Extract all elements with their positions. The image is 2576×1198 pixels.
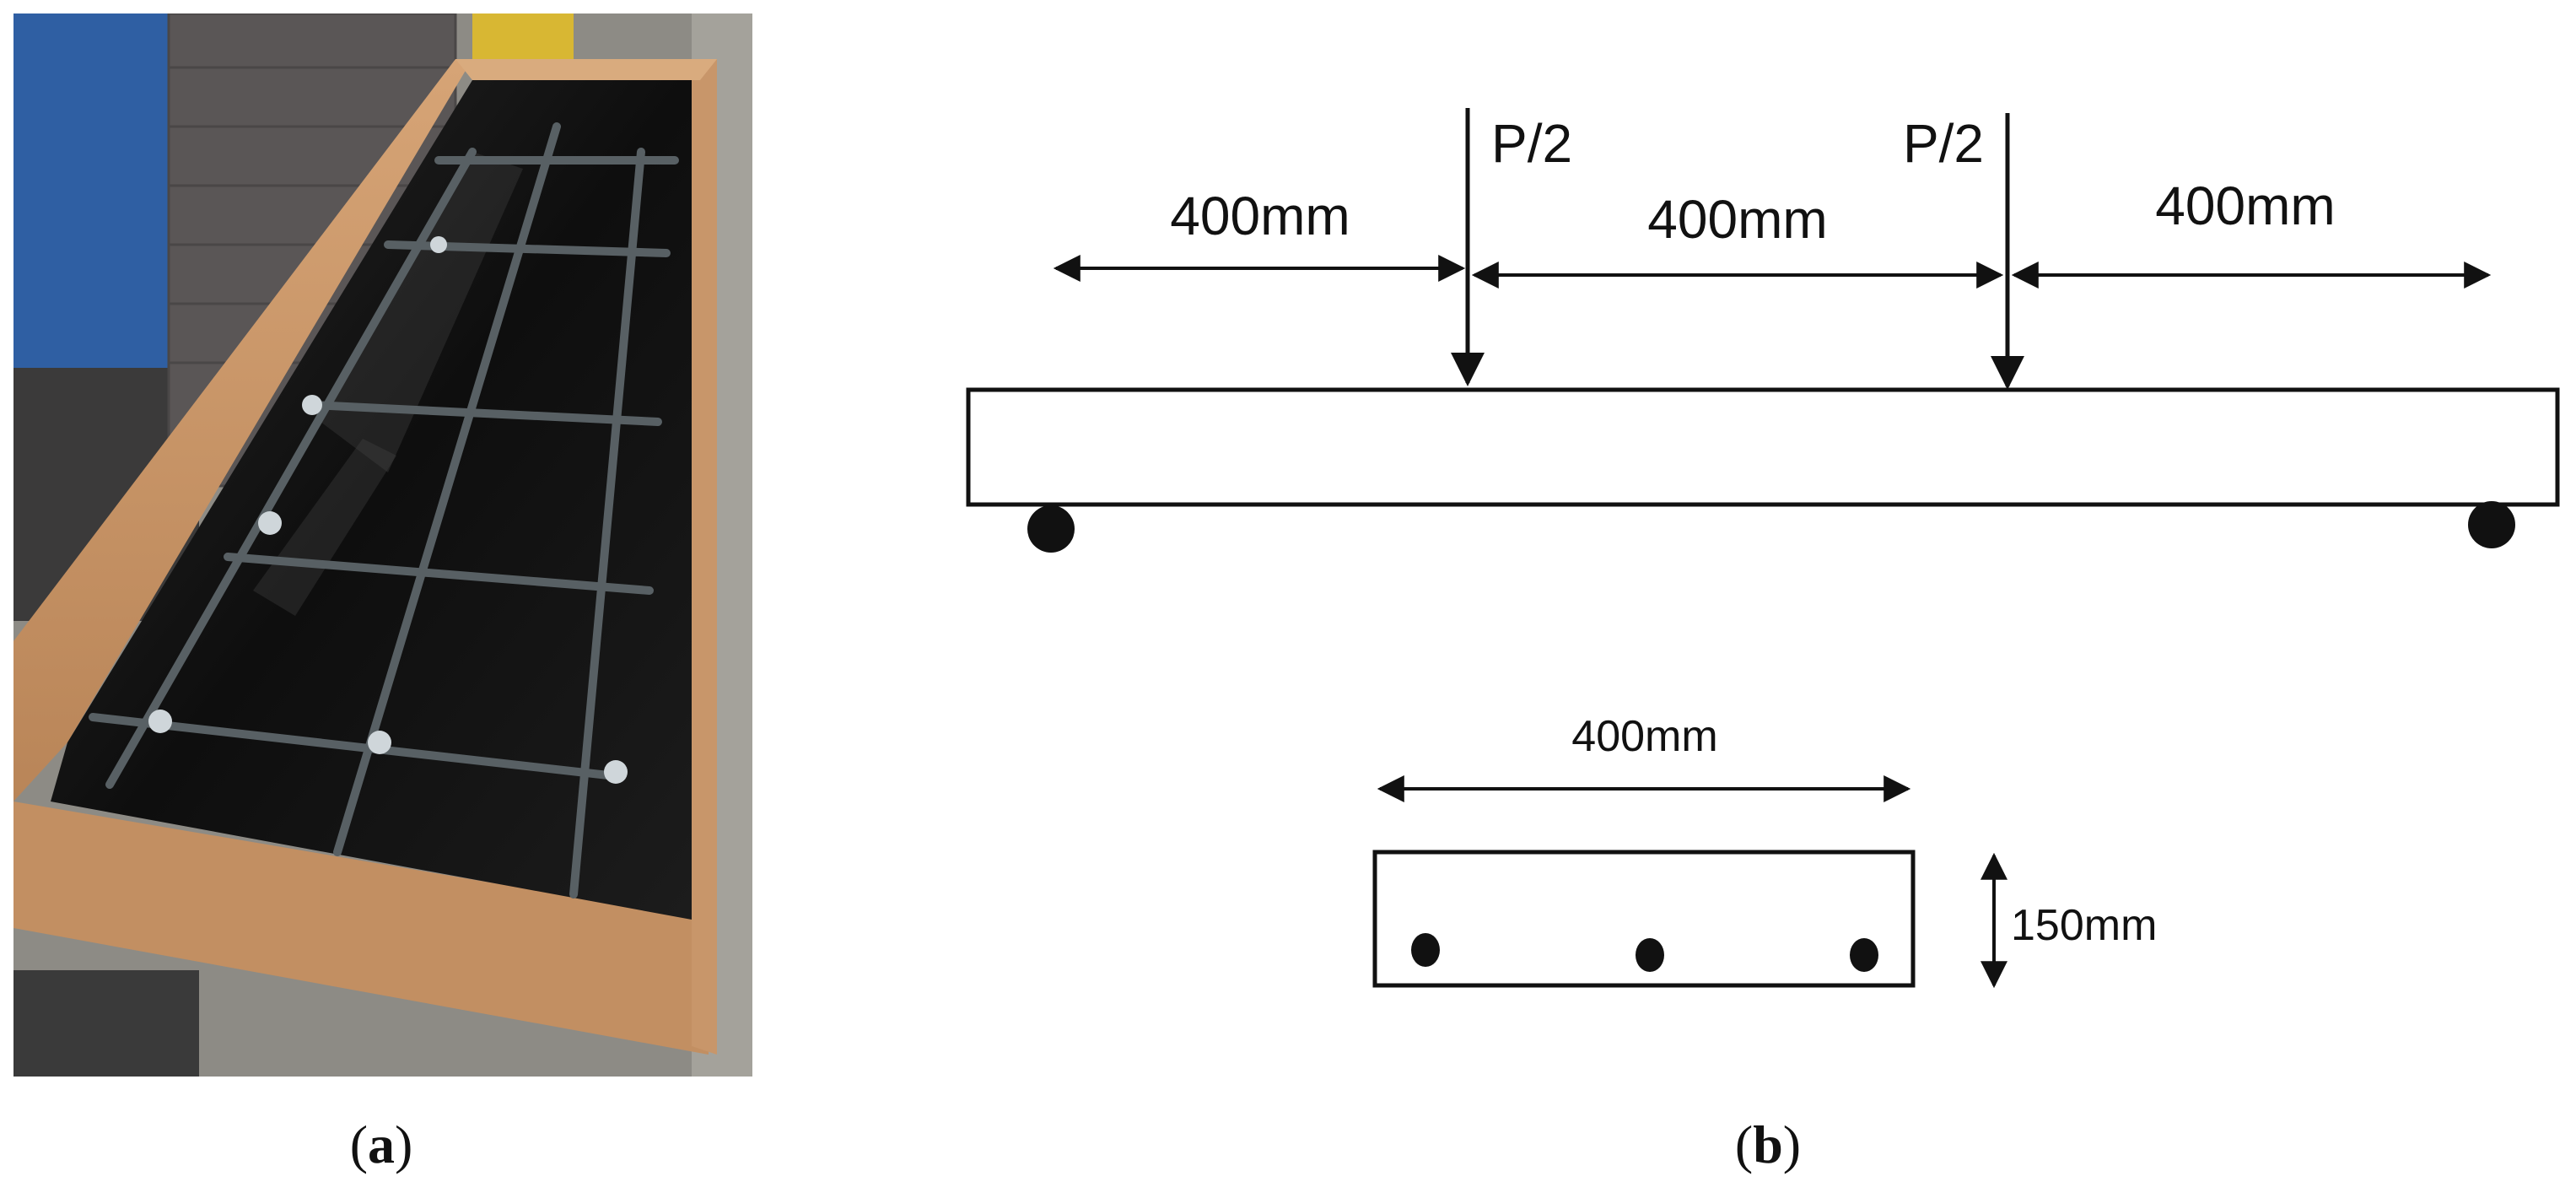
rebar-bar-1: [1411, 933, 1440, 967]
support-right: [2468, 501, 2515, 548]
span-label-right: 400mm: [2155, 175, 2335, 236]
formwork-front: [13, 801, 709, 1055]
floor-grate: [13, 970, 199, 1077]
formwork-side-right: [692, 59, 717, 1055]
formwork-top-edge: [455, 59, 717, 80]
rebar-spacers: [148, 236, 628, 784]
span-label-left: 400mm: [1170, 186, 1350, 246]
span-label-middle: 400mm: [1647, 189, 1827, 250]
load-label-right: P/2: [1903, 113, 1984, 174]
section-width-label: 400mm: [1571, 712, 1717, 761]
rebar-cage: [89, 122, 679, 898]
formwork-interior: [51, 80, 692, 920]
support-left: [1027, 505, 1075, 553]
caption-a: (a): [350, 1114, 413, 1174]
yellow-frame: [472, 13, 574, 64]
formwork-side-left: [13, 59, 472, 801]
beam: [966, 387, 2560, 507]
rebar-bar-2: [1636, 938, 1664, 972]
caption-b: (b): [1735, 1114, 1801, 1174]
panel-a-photo: [13, 13, 752, 1077]
section-height-label: 150mm: [2011, 901, 2157, 950]
load-label-left: P/2: [1491, 113, 1572, 174]
panel-b-diagram: P/2 P/2 400mm 400mm 400mm 400mm 150mm: [966, 108, 2560, 989]
rebar-bar-3: [1850, 938, 1878, 972]
